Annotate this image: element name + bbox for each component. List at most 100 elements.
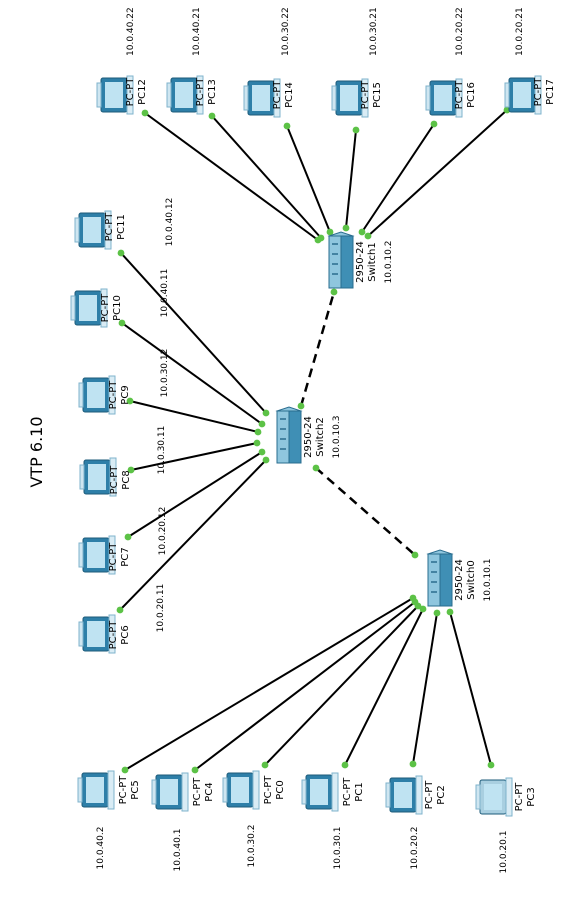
pc-ip-label: 10.0.20.2 bbox=[410, 827, 420, 870]
pc-base bbox=[505, 777, 513, 817]
pc-icon[interactable] bbox=[78, 614, 116, 654]
pc-base bbox=[104, 210, 112, 250]
pc-ip-label: 10.0.20.22 bbox=[455, 7, 465, 56]
port-dot bbox=[208, 112, 216, 120]
pc-ip-label: 10.0.30.12 bbox=[160, 349, 170, 398]
pc-type-label: PC-PT bbox=[192, 777, 203, 807]
pc-ip-label: 10.0.40.1 bbox=[173, 829, 183, 872]
pc-type-label: PC-PT bbox=[533, 77, 544, 107]
pc-keyboard bbox=[222, 777, 228, 803]
pc-icon[interactable] bbox=[78, 375, 116, 415]
pc-keyboard bbox=[78, 621, 84, 647]
pc-type-label: PC-PT bbox=[342, 777, 353, 807]
access-link-pc2 bbox=[412, 612, 438, 765]
pc-icon[interactable] bbox=[151, 772, 189, 812]
pc-screen bbox=[434, 85, 452, 111]
pc-icon[interactable] bbox=[331, 78, 369, 118]
pc-name-label: PC7 bbox=[120, 547, 131, 566]
pc-name-label: PC4 bbox=[204, 782, 215, 801]
port-dot bbox=[117, 249, 125, 257]
pc-ip-label: 10.0.30.22 bbox=[281, 7, 291, 56]
pc-icon[interactable] bbox=[96, 75, 134, 115]
port-dot bbox=[118, 319, 126, 327]
pc-ip-label: 10.0.30.2 bbox=[247, 825, 257, 868]
pc-base bbox=[331, 772, 339, 812]
pc-base bbox=[534, 75, 542, 115]
port-dot bbox=[414, 602, 422, 610]
pc-type-label: PC-PT bbox=[424, 780, 435, 810]
port-dot bbox=[127, 466, 135, 474]
pc-icon[interactable] bbox=[425, 78, 463, 118]
pc-ip-label: 10.0.40.11 bbox=[160, 269, 170, 318]
pc-type-label: PC-PT bbox=[360, 80, 371, 110]
pc-name-label: PC5 bbox=[130, 780, 141, 799]
switch-ip-label: 10.0.10.3 bbox=[332, 416, 342, 459]
pc-name-label: PC14 bbox=[284, 82, 295, 108]
port-dot bbox=[141, 109, 149, 117]
port-dot bbox=[342, 224, 350, 232]
switch-side bbox=[340, 235, 354, 289]
pc-keyboard bbox=[70, 295, 76, 321]
pc-icon[interactable] bbox=[166, 75, 204, 115]
switch-icon[interactable] bbox=[426, 549, 454, 607]
access-link-pc1 bbox=[344, 608, 424, 766]
pc-base bbox=[196, 75, 204, 115]
pc-keyboard bbox=[78, 542, 84, 568]
port-dot bbox=[121, 766, 129, 774]
port-dot bbox=[352, 126, 360, 134]
pc-base bbox=[361, 78, 369, 118]
pc-icon[interactable] bbox=[79, 457, 117, 497]
switch-icon[interactable] bbox=[275, 406, 303, 464]
port-dot bbox=[191, 766, 199, 774]
port-dot bbox=[297, 402, 305, 410]
switch-icon[interactable] bbox=[327, 231, 355, 289]
pc-keyboard bbox=[475, 784, 481, 810]
pc-name-label: PC3 bbox=[526, 787, 537, 806]
pc-icon[interactable] bbox=[243, 78, 281, 118]
pc-type-label: PC-PT bbox=[454, 80, 465, 110]
pc-base bbox=[100, 288, 108, 328]
pc-base bbox=[108, 375, 116, 415]
ports-layer bbox=[116, 106, 511, 774]
access-link-pc0 bbox=[264, 605, 419, 766]
pc-icon[interactable] bbox=[78, 535, 116, 575]
port-dot bbox=[124, 533, 132, 541]
port-dot bbox=[116, 606, 124, 614]
pc-base bbox=[107, 770, 115, 810]
pc-icon[interactable] bbox=[77, 770, 115, 810]
switch-name-label: Switch0 bbox=[466, 560, 477, 599]
pc-base bbox=[126, 75, 134, 115]
pc-icon[interactable] bbox=[301, 772, 339, 812]
pc-icon[interactable] bbox=[74, 210, 112, 250]
pc-name-label: PC8 bbox=[121, 470, 132, 489]
pc-screen bbox=[79, 295, 97, 321]
pc-ip-label: 10.0.20.11 bbox=[156, 584, 166, 633]
pc-type-label: PC-PT bbox=[100, 293, 111, 323]
pc-screen bbox=[87, 382, 105, 408]
pc-icon[interactable] bbox=[70, 288, 108, 328]
pc-base bbox=[109, 457, 117, 497]
pc-keyboard bbox=[331, 85, 337, 111]
switch-model-label: 2950-24 bbox=[454, 559, 465, 601]
pc-screen bbox=[252, 85, 270, 111]
pc-keyboard bbox=[504, 82, 510, 108]
pc-keyboard bbox=[151, 779, 157, 805]
access-link-pc11 bbox=[120, 252, 267, 414]
port-dot bbox=[409, 760, 417, 768]
pc-name-label: PC1 bbox=[354, 782, 365, 801]
access-link-pc8 bbox=[130, 442, 258, 471]
pc-type-label: PC-PT bbox=[109, 465, 120, 495]
pc-base bbox=[252, 770, 260, 810]
pc-icon[interactable] bbox=[222, 770, 260, 810]
pc-base bbox=[273, 78, 281, 118]
pc-name-label: PC16 bbox=[466, 82, 477, 108]
pc-keyboard bbox=[301, 779, 307, 805]
pc-icon[interactable] bbox=[504, 75, 542, 115]
port-dot bbox=[283, 122, 291, 130]
pc-ip-label: 10.0.30.1 bbox=[333, 827, 343, 870]
pc-icon[interactable] bbox=[385, 775, 423, 815]
pc-type-label: PC-PT bbox=[125, 77, 136, 107]
port-dot bbox=[430, 120, 438, 128]
pc-icon[interactable] bbox=[475, 777, 513, 817]
pc-base bbox=[455, 78, 463, 118]
